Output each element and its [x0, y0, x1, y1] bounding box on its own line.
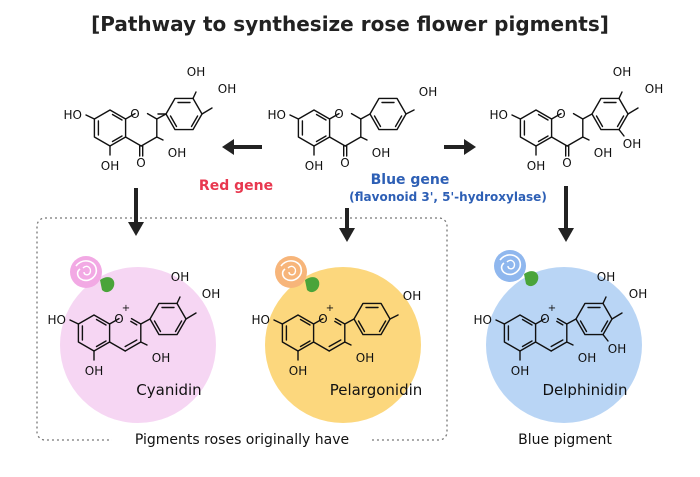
hydroxyl-label: OH: [403, 289, 421, 303]
hydroxyl-label: OH: [613, 65, 631, 79]
cyanidin-name: Cyanidin: [136, 381, 201, 399]
hydroxyl-label: OH: [629, 287, 647, 301]
hydroxyl-label: OH: [645, 82, 663, 96]
hydroxyl-label: OH: [101, 159, 119, 173]
cyanidin-structure: O + HO OH OH OH OH: [48, 270, 221, 378]
hydroxyl-label: HO: [474, 313, 492, 327]
hydroxyl-label: OH: [623, 137, 641, 151]
hydroxyl-label: OH: [289, 364, 307, 378]
blue-gene-enzyme: (flavonoid 3', 5'-hydroxylase): [349, 190, 547, 204]
hydroxyl-label: OH: [419, 85, 437, 99]
hydroxyl-label: HO: [490, 108, 508, 122]
hydroxyl-label: HO: [252, 313, 270, 327]
hydroxyl-label: HO: [268, 108, 286, 122]
hydroxyl-label: OH: [511, 364, 529, 378]
charge-plus: +: [122, 303, 130, 314]
hydroxyl-label: OH: [356, 351, 374, 365]
delphinidin-structure: O + HO OH OH OH OH OH: [474, 270, 648, 378]
hydroxyl-label: OH: [608, 342, 626, 356]
blue-pigment-caption: Blue pigment: [518, 432, 612, 448]
ketone-oxygen: O: [136, 156, 145, 170]
hydroxyl-label: OH: [305, 159, 323, 173]
ring-oxygen: O: [318, 312, 327, 326]
delphinidin-circle: [486, 267, 642, 423]
red-gene-arrow: [222, 139, 262, 155]
hydroxyl-label: OH: [578, 351, 596, 365]
original-pigments-caption: Pigments roses originally have: [135, 432, 349, 448]
hydroxyl-label: OH: [527, 159, 545, 173]
down-arrow-pelargonidin: [339, 208, 355, 242]
hydroxyl-label: OH: [218, 82, 236, 96]
pelargonidin-name: Pelargonidin: [330, 381, 423, 399]
charge-plus: +: [548, 303, 556, 314]
ring-oxygen: O: [114, 312, 123, 326]
dihydroquercetin-structure: O O HO OH OH OH OH: [64, 65, 237, 173]
ketone-oxygen: O: [562, 156, 571, 170]
dihydromyricetin-structure: O O HO OH OH OH OH OH: [490, 65, 664, 173]
ketone-oxygen: O: [340, 156, 349, 170]
red-gene-label: Red gene: [199, 178, 273, 194]
down-arrow-cyanidin: [128, 188, 144, 236]
pelargonidin-structure: O + HO OH OH OH: [252, 289, 422, 378]
hydroxyl-label: OH: [187, 65, 205, 79]
blue-gene-label: Blue gene: [371, 172, 450, 188]
page-title: [Pathway to synthesize rose flower pigme…: [91, 12, 609, 36]
orange-rose-icon: [275, 256, 320, 293]
hydroxyl-label: OH: [594, 146, 612, 160]
ring-oxygen: O: [130, 107, 139, 121]
hydroxyl-label: HO: [48, 313, 66, 327]
down-arrow-delphinidin: [558, 186, 574, 242]
hydroxyl-label: HO: [64, 108, 82, 122]
ring-oxygen: O: [334, 107, 343, 121]
charge-plus: +: [326, 303, 334, 314]
cyanidin-circle: [60, 267, 216, 423]
blue-gene-arrow: [444, 139, 476, 155]
blue-rose-icon: [494, 250, 539, 287]
hydroxyl-label: OH: [171, 270, 189, 284]
hydroxyl-label: OH: [202, 287, 220, 301]
hydroxyl-label: OH: [372, 146, 390, 160]
caption-backdrop: [112, 429, 372, 449]
dihydrokaempferol-structure: O O HO OH OH OH: [268, 85, 438, 173]
hydroxyl-label: OH: [152, 351, 170, 365]
hydroxyl-label: OH: [597, 270, 615, 284]
hydroxyl-label: OH: [168, 146, 186, 160]
pink-rose-icon: [70, 256, 115, 293]
ring-oxygen: O: [540, 312, 549, 326]
hydroxyl-label: OH: [85, 364, 103, 378]
delphinidin-name: Delphinidin: [542, 381, 627, 399]
ring-oxygen: O: [556, 107, 565, 121]
